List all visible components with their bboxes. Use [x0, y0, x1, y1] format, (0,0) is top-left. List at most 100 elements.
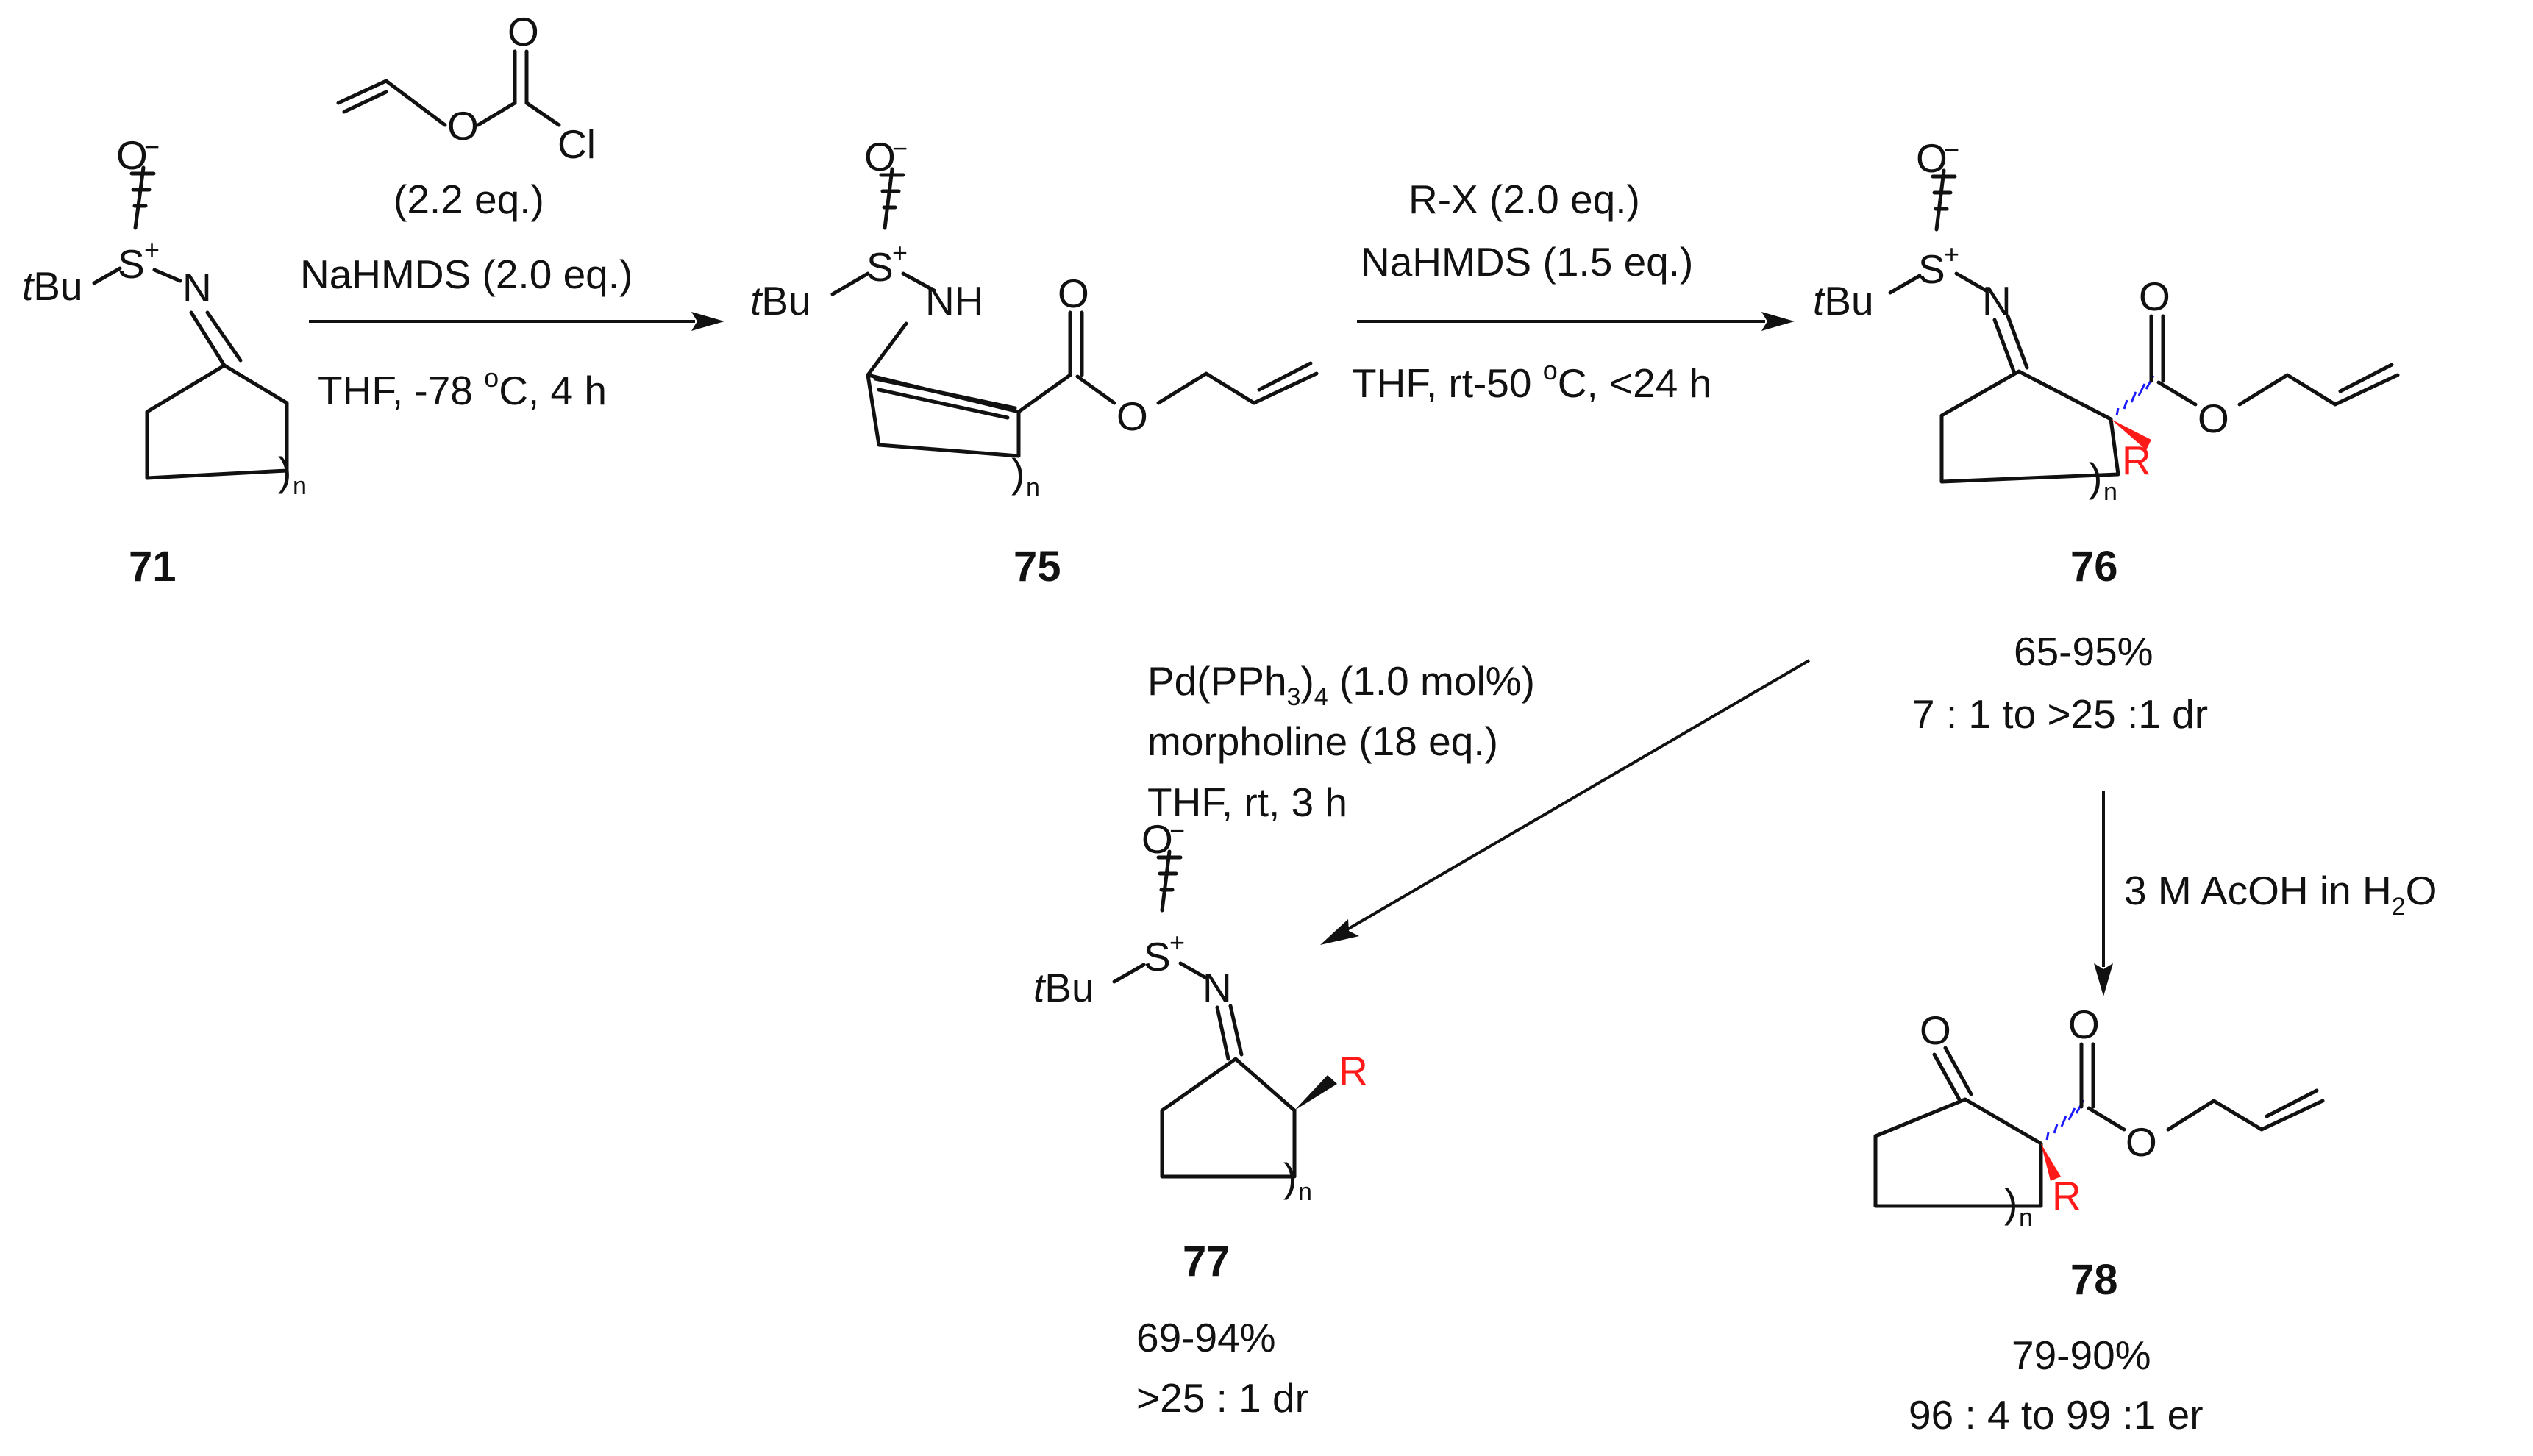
plus-charge: + [144, 235, 160, 265]
compound-71: O − S + N tBu ) n 71 [22, 132, 307, 590]
minus-charge: − [144, 132, 160, 162]
allyl-double [342, 90, 388, 114]
ester-O: O [1116, 393, 1148, 439]
compound-number-78: 78 [2070, 1256, 2118, 1304]
ring-76 [1939, 369, 2120, 484]
ring-paren: ) [2089, 454, 2102, 500]
s-n-bond [152, 268, 182, 283]
step1-reagent-eq: (2.2 eq.) [393, 176, 544, 222]
s-n-bond [1178, 961, 1208, 980]
compound-number-71: 71 [129, 543, 177, 590]
r-wedge [1294, 1075, 1337, 1110]
ring-n: n [1298, 1178, 1312, 1206]
sulfur: S [1144, 934, 1171, 979]
r-wedge [2041, 1143, 2061, 1181]
s-o-bond [1934, 168, 1946, 232]
tbu-label: tBu [22, 263, 83, 309]
step-2: R-X (2.0 eq.) NaHMDS (1.5 eq.) THF, rt-5… [1352, 176, 1795, 406]
yield-78: 79-90% [2012, 1332, 2151, 1378]
ring-n: n [2019, 1204, 2033, 1232]
tbu-label: tBu [750, 278, 811, 324]
step1-base: NaHMDS (2.0 eq.) [300, 251, 633, 297]
compound-78: O O O R ) n 78 79-90% 96 : 4 to 99 :1 er [1873, 1002, 2325, 1438]
r-group: R [1339, 1048, 1368, 1093]
nitrogen: N [1982, 278, 2012, 324]
allyl-chain [336, 79, 447, 127]
step-1: (2.2 eq.) NaHMDS (2.0 eq.) THF, -78 oC, … [300, 176, 724, 413]
tbu-s-bond [92, 266, 122, 285]
hashed-wedge [2115, 375, 2155, 416]
ring-78 [1873, 1097, 2043, 1208]
compound-76: O − S + N tBu O O R ) n 76 65-95% 7 : 1 … [1813, 135, 2400, 737]
hashed-wedge [2045, 1099, 2085, 1141]
s-n-bond [1954, 271, 1988, 293]
allyl-chain-78 [2166, 1099, 2325, 1132]
imine-bond [189, 310, 227, 368]
step3-catalyst: Pd(PPh3)4 (1.0 mol%) [1147, 658, 1535, 711]
step3-conditions: THF, rt, 3 h [1147, 779, 1347, 825]
imine-bond-2 [2006, 314, 2029, 370]
step3-arrow [1344, 659, 1811, 932]
ester-O: O [447, 103, 479, 149]
selectivity-78: 96 : 4 to 99 :1 er [1909, 1392, 2204, 1438]
imine-bond-2 [205, 310, 243, 363]
carbonyl-O: O [2068, 1002, 2100, 1047]
r-group: R [2122, 438, 2151, 483]
r-wedge [2111, 419, 2151, 450]
nitrogen: N [1203, 965, 1232, 1010]
compound-75: O − S + NH tBu O O ) n 75 [750, 133, 1319, 590]
s-o-bond [1160, 849, 1172, 913]
allyl-chain-76 [2237, 373, 2400, 407]
tbu-s-bond [1888, 274, 1922, 295]
nh-c-bond [866, 321, 908, 377]
sulfur: S [1918, 246, 1945, 292]
ester-o-bond [2087, 1106, 2126, 1132]
yield-76: 65-95% [2014, 629, 2153, 674]
r-group: R [2052, 1173, 2081, 1218]
allyl-double-75 [1257, 361, 1313, 392]
ring-paren: ) [1011, 450, 1025, 496]
step2-conditions: THF, rt-50 oC, <24 h [1352, 355, 1711, 406]
sulfur: S [866, 244, 894, 290]
c-ester-bond [1016, 373, 1072, 414]
o-c-bond [476, 101, 517, 127]
imine-bond [1992, 318, 2016, 374]
tbu-s-bond [1112, 963, 1146, 984]
plus-charge: + [1169, 927, 1185, 957]
ester-o-bond [2156, 380, 2198, 407]
step3-arrowhead [1320, 919, 1359, 945]
tbu-label: tBu [1033, 965, 1094, 1010]
ketone-O: O [1920, 1007, 1951, 1053]
nh-group: NH [925, 278, 983, 324]
oxide-O: O [1141, 816, 1173, 862]
oxide-O: O [1916, 135, 1948, 181]
minus-charge: − [892, 133, 908, 163]
step4-arrowhead [2094, 963, 2113, 996]
step1-arrowhead [691, 312, 724, 331]
oxide-O: O [864, 134, 896, 179]
ring-n: n [2103, 478, 2117, 506]
compound-number-76: 76 [2070, 543, 2118, 590]
ring-paren: ) [1283, 1155, 1297, 1200]
ring-77 [1160, 1057, 1297, 1179]
ester-O: O [2198, 396, 2229, 441]
step4-reagent: 3 M AcOH in H2O [2124, 868, 2437, 921]
minus-charge: − [1944, 135, 1959, 165]
ring-71 [145, 363, 289, 480]
imine-bond [1215, 1005, 1230, 1061]
oxide-O: O [116, 132, 148, 178]
compound-number-77: 77 [1183, 1238, 1230, 1285]
ene-bond [873, 377, 1017, 410]
allyl-double-78 [2265, 1088, 2319, 1118]
plus-charge: + [1944, 239, 1959, 269]
selectivity-76: 7 : 1 to >25 :1 dr [1912, 691, 2208, 737]
allyl-chloroformate: O O Cl [336, 9, 596, 167]
ene-bond-2 [877, 388, 1010, 420]
s-o-bond [133, 165, 146, 230]
carbonyl-O: O [2139, 274, 2170, 319]
ring-n: n [293, 472, 307, 500]
compound-77: O − S + N tBu R ) n 77 69-94% >25 : 1 dr [1033, 816, 1368, 1421]
yield-77: 69-94% [1136, 1315, 1276, 1360]
plus-charge: + [892, 238, 908, 268]
nitrogen: N [182, 265, 212, 310]
